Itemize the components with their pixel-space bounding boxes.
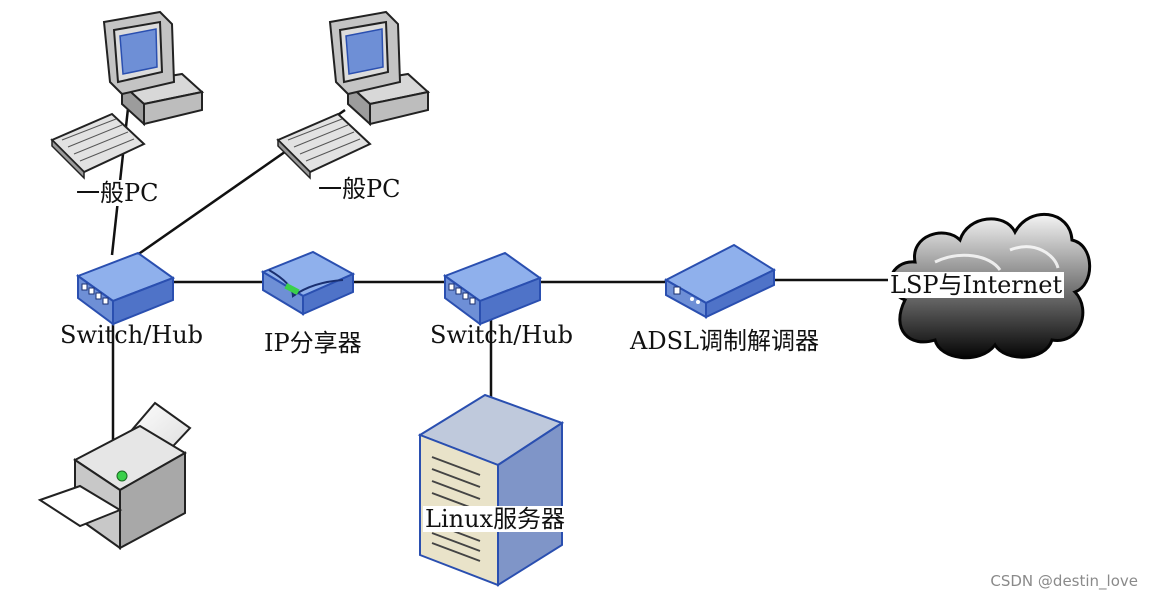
pc-1-icon (51, 11, 203, 179)
watermark: CSDN @destin_love (990, 572, 1138, 590)
switch-hub-1-icon (77, 252, 174, 325)
router-label: IP分享器 (264, 329, 362, 357)
pc-1-label: 一般PC (74, 179, 161, 207)
pc-2-icon (277, 11, 429, 179)
switch-hub-1-label: Switch/Hub (60, 321, 204, 349)
printer-icon (37, 401, 192, 550)
switch-hub-2-icon (444, 252, 541, 325)
router-icon (260, 250, 356, 316)
pc-2-label: 一般PC (316, 175, 403, 203)
server-label: Linux服务器 (423, 505, 568, 533)
adsl-modem-icon (663, 243, 777, 319)
tower-server-icon (417, 393, 565, 587)
link-pc1-switch1 (110, 89, 132, 256)
adsl-modem-label: ADSL调制解调器 (630, 327, 819, 355)
internet-label: LSP与Internet (888, 271, 1065, 299)
switch-hub-2-label: Switch/Hub (430, 321, 574, 349)
